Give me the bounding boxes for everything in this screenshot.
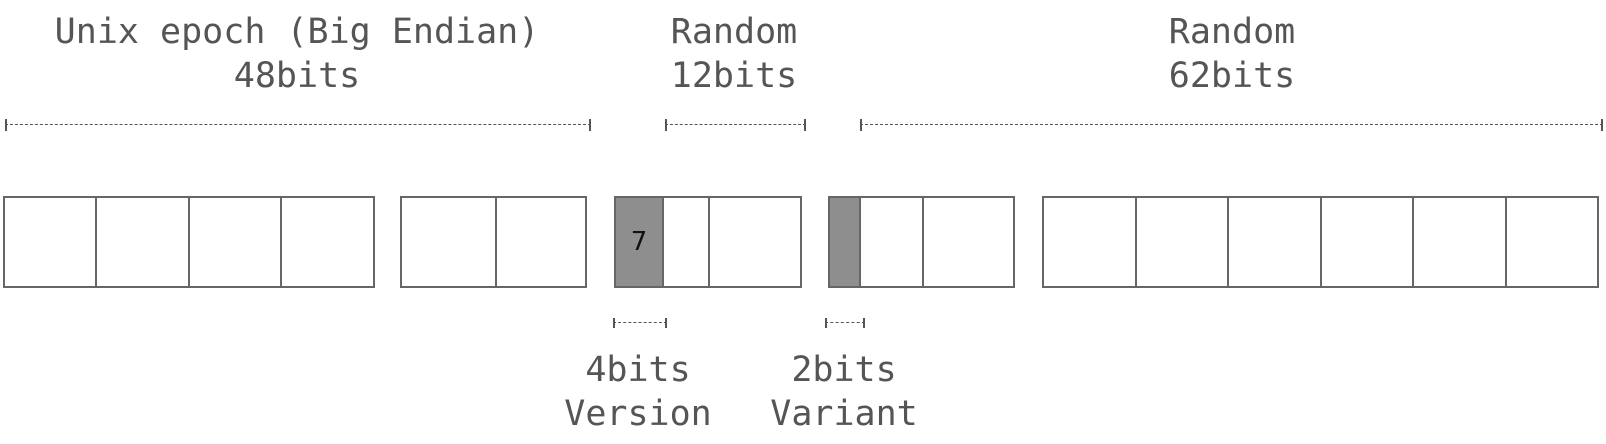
byte-cell — [97, 198, 190, 286]
timestamp-range — [5, 119, 591, 131]
timestamp-label: Unix epoch (Big Endian) 48bits — [55, 10, 540, 98]
timestamp-bits: 48bits — [233, 56, 361, 96]
byte-cell — [924, 198, 1013, 286]
variant-rand-b-bytes — [828, 196, 1015, 288]
variant-label: 2bits Variant — [770, 348, 918, 436]
timestamp-low-bytes — [400, 196, 587, 288]
byte-cell — [1137, 198, 1229, 286]
byte-cell — [497, 198, 585, 286]
timestamp-title: Unix epoch (Big Endian) — [54, 12, 540, 52]
rand-b-range — [860, 119, 1603, 131]
variant-title: Variant — [770, 394, 918, 434]
rand-a-bits: 12bits — [670, 56, 798, 96]
byte-cell — [402, 198, 497, 286]
rand-b-bytes — [1042, 196, 1599, 288]
rand-a-title: Random — [670, 12, 798, 52]
rand-b-bits-cell — [861, 198, 924, 286]
byte-cell — [1044, 198, 1137, 286]
byte-cell — [710, 198, 800, 286]
rand-b-bits: 62bits — [1168, 56, 1296, 96]
byte-cell — [5, 198, 97, 286]
version-nibble: 7 — [616, 198, 664, 286]
rand-b-title: Random — [1168, 12, 1296, 52]
version-bits: 4bits — [585, 350, 691, 390]
rand-a-label: Random 12bits — [671, 10, 797, 98]
byte-cell — [1507, 198, 1597, 286]
timestamp-high-bytes — [3, 196, 375, 288]
version-label: 4bits Version — [564, 348, 712, 436]
version-range — [613, 318, 667, 328]
byte-cell — [1414, 198, 1507, 286]
rand-a-range — [665, 119, 806, 131]
variant-range — [825, 318, 865, 328]
rand-b-label: Random 62bits — [1169, 10, 1295, 98]
version-rand-a-bytes: 7 — [614, 196, 802, 288]
variant-bits-label: 2bits — [791, 350, 897, 390]
byte-cell — [1322, 198, 1414, 286]
rand-a-nibble — [664, 198, 710, 286]
byte-cell — [282, 198, 373, 286]
version-title: Version — [564, 394, 712, 434]
byte-cell — [190, 198, 282, 286]
byte-cell — [1229, 198, 1322, 286]
variant-bits — [830, 198, 861, 286]
